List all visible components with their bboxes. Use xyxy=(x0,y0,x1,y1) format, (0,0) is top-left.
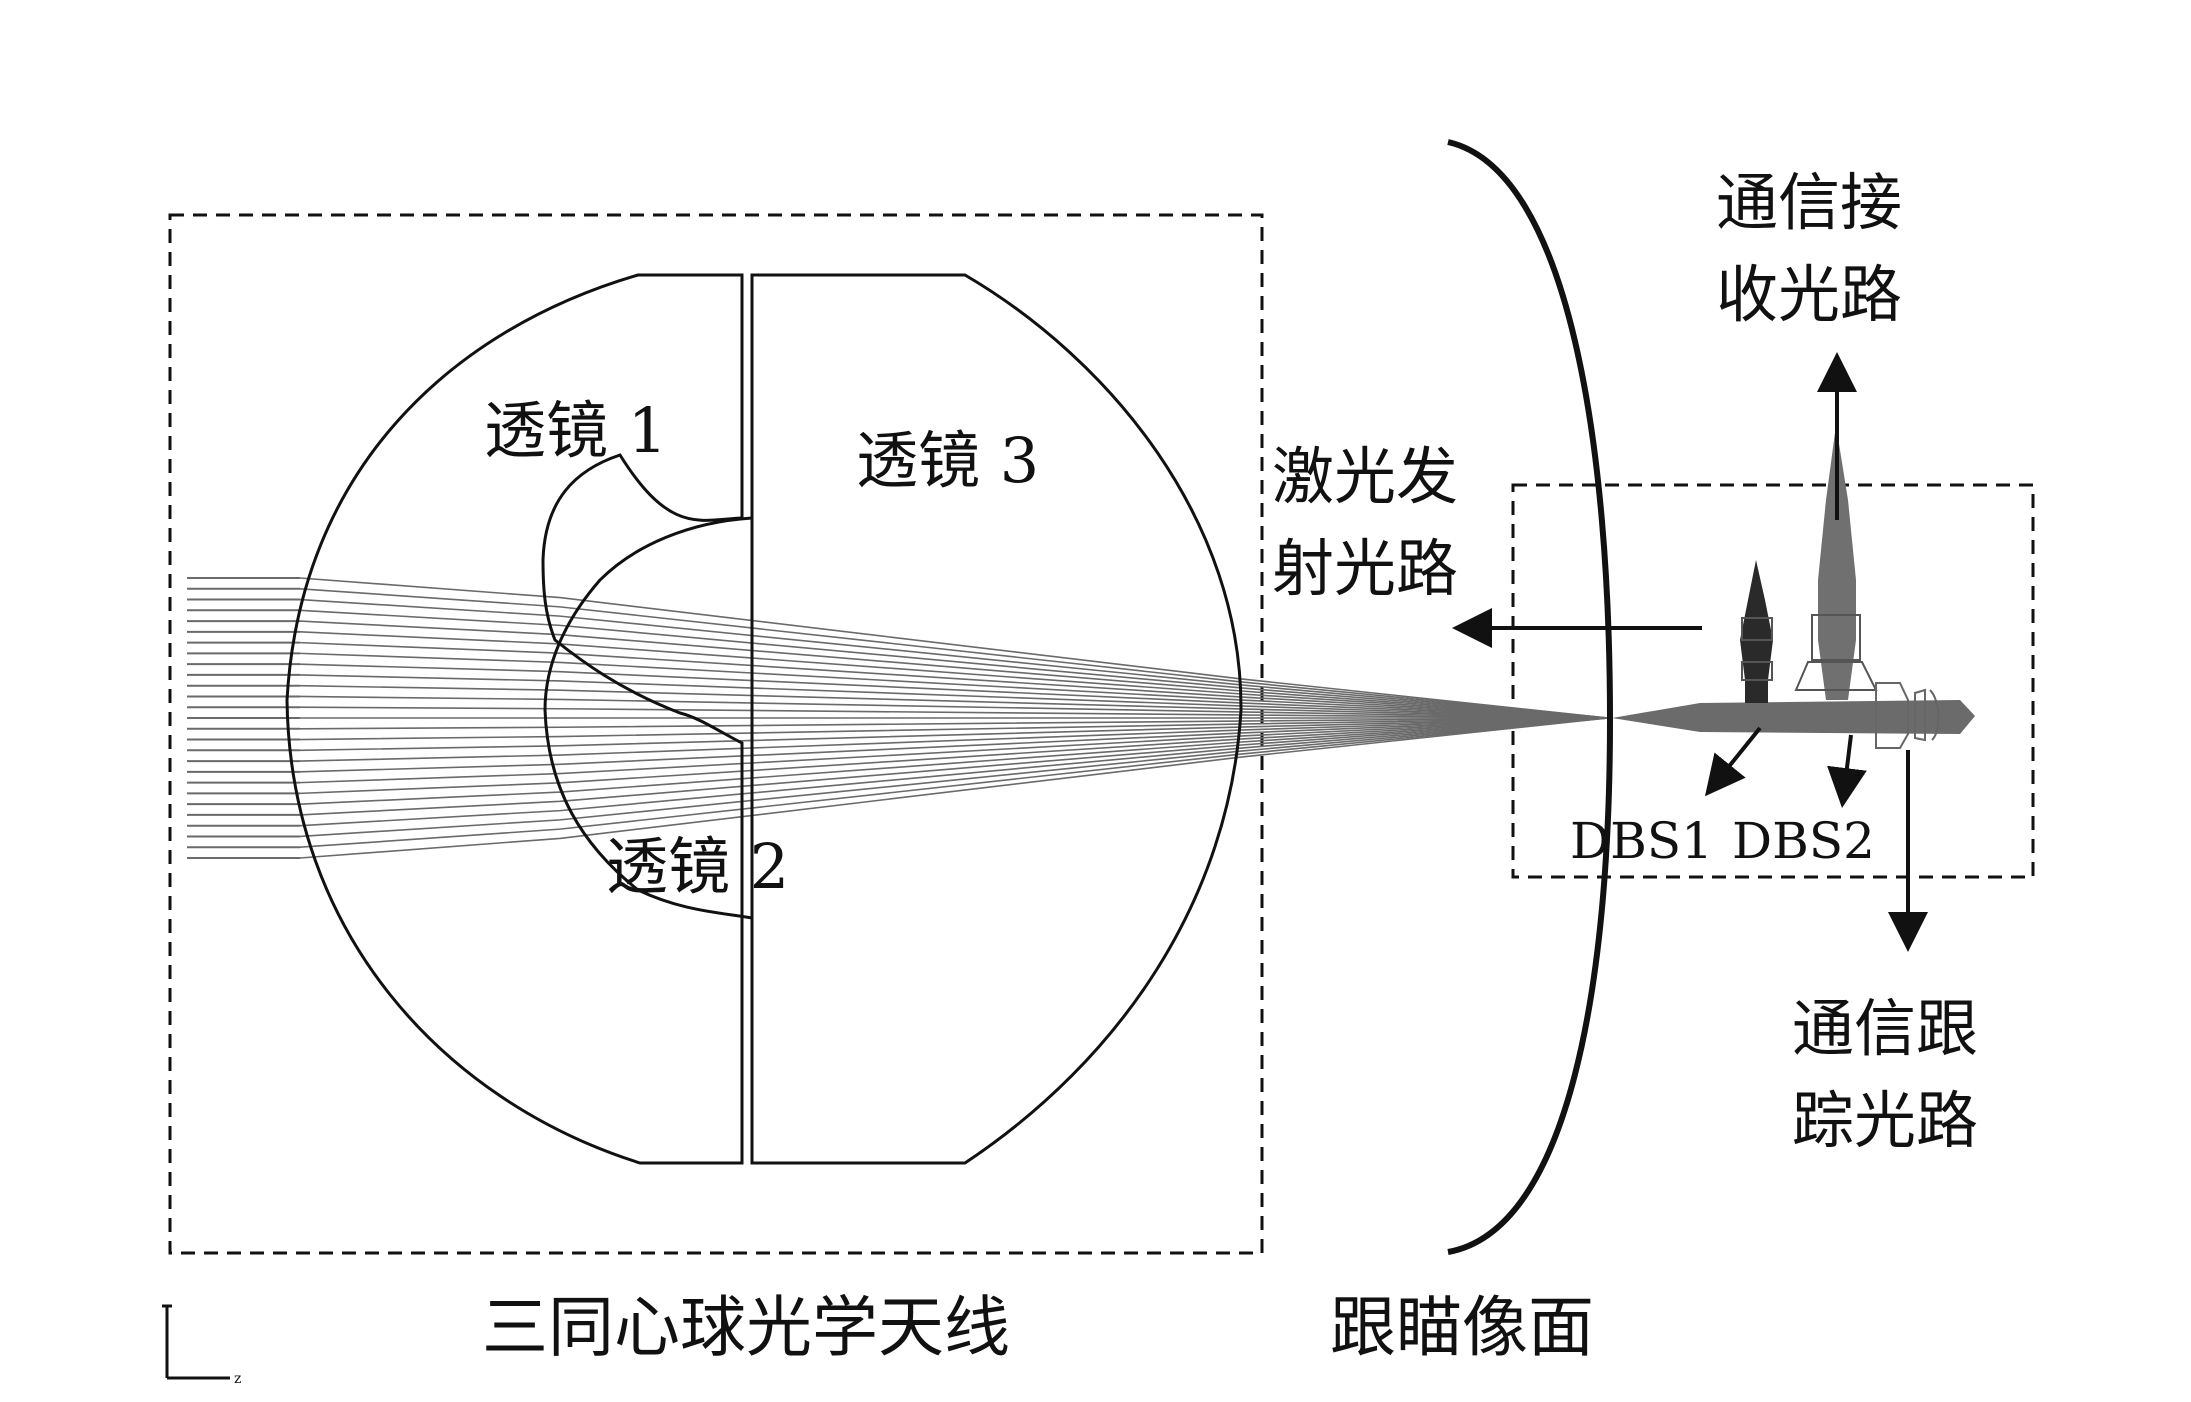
converging-ray-bundle xyxy=(299,577,1609,859)
lens-3-label: 透镜 3 xyxy=(856,424,1039,497)
tracking-optics xyxy=(1875,682,1940,749)
converging-ray xyxy=(299,674,1609,719)
lens-2-label: 透镜 2 xyxy=(606,830,789,903)
converging-ray xyxy=(299,717,1609,784)
converging-ray xyxy=(299,717,1609,859)
laser-tx-label-line1: 激光发 xyxy=(1272,440,1458,513)
converging-ray xyxy=(299,717,1609,827)
antenna-dashed-frame xyxy=(168,213,1264,1255)
converging-ray xyxy=(299,609,1609,719)
converging-ray xyxy=(299,717,1609,773)
comm-rx-label-line2: 收光路 xyxy=(1716,258,1902,331)
converging-ray xyxy=(299,598,1609,719)
converging-ray xyxy=(299,631,1609,719)
converging-ray xyxy=(299,706,1609,719)
image-plane-caption: 跟瞄像面 xyxy=(1330,1289,1594,1366)
converging-ray xyxy=(299,717,1609,741)
laser-tx-label-line2: 射光路 xyxy=(1272,532,1458,605)
lens-1-outline xyxy=(285,273,744,1165)
converging-ray xyxy=(299,717,1609,849)
comm-track-label-line2: 踪光路 xyxy=(1792,1084,1978,1157)
axis-indicator xyxy=(162,1304,230,1380)
comm-track-label-line1: 通信跟 xyxy=(1792,992,1978,1065)
receiver-dashed-frame xyxy=(1511,483,2035,879)
dbs2-label: DBS2 xyxy=(1732,812,1875,870)
lens-1-label: 透镜 1 xyxy=(484,394,667,467)
dbs1-arrow xyxy=(1704,726,1762,797)
converging-ray xyxy=(299,717,1609,730)
tracking-image-plane xyxy=(1447,139,1614,1255)
converging-ray xyxy=(299,641,1609,719)
converging-ray xyxy=(299,695,1609,719)
antenna-caption: 三同心球光学天线 xyxy=(482,1289,1010,1366)
dbs1-element xyxy=(1740,560,1773,703)
converging-ray xyxy=(299,587,1609,719)
converging-ray xyxy=(299,717,1609,752)
lens-2-outline xyxy=(543,516,753,920)
converging-ray xyxy=(299,684,1609,719)
converging-ray xyxy=(299,620,1609,719)
converging-ray xyxy=(299,717,1609,816)
lens-3-outline xyxy=(750,273,1243,1165)
dbs1-label: DBS1 xyxy=(1570,812,1713,870)
converging-ray xyxy=(299,717,1609,795)
receiver-beam xyxy=(1612,700,1975,734)
axis-z-label: z xyxy=(234,1371,241,1387)
dbs2-arrow xyxy=(1827,734,1867,808)
converging-ray xyxy=(299,663,1609,719)
incoming-parallel-rays xyxy=(187,577,300,859)
converging-ray xyxy=(299,717,1609,838)
converging-ray xyxy=(299,717,1609,805)
converging-ray xyxy=(299,652,1609,719)
comm-rx-label-line1: 通信接 xyxy=(1716,166,1902,239)
converging-ray xyxy=(299,577,1609,719)
converging-ray xyxy=(299,717,1609,762)
